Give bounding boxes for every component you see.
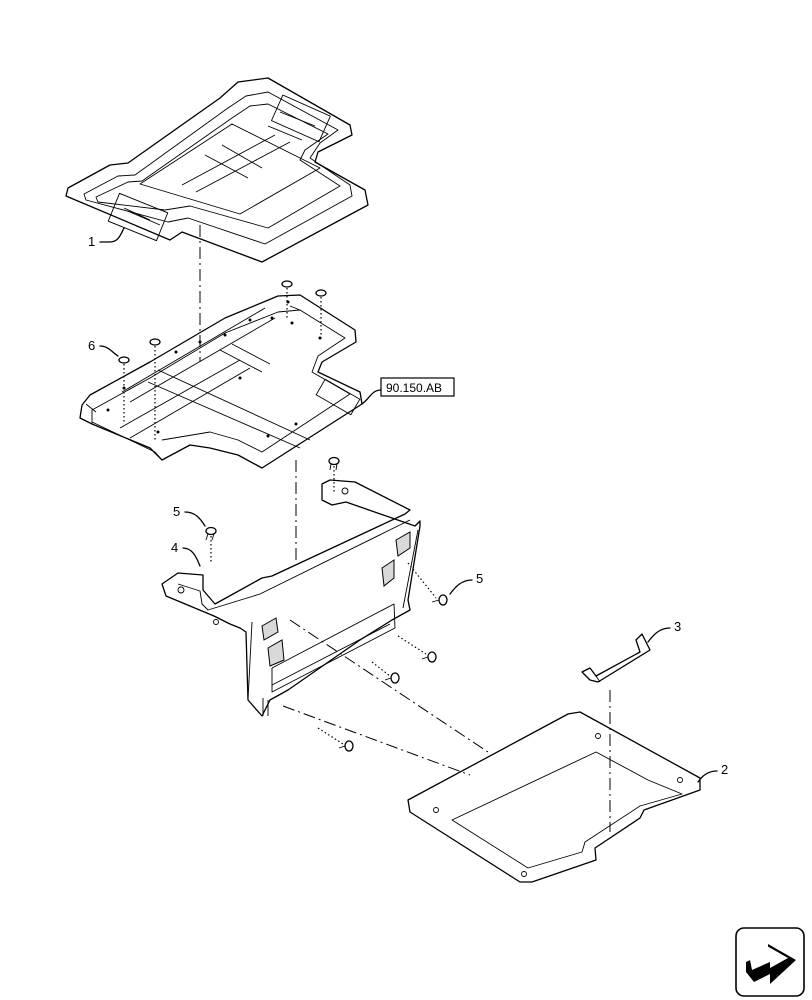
floor-plate-holes (106, 300, 322, 438)
part-1-floor-mat[interactable] (65, 77, 369, 263)
part-3-clip[interactable] (581, 633, 651, 683)
callout-4-label: 4 (171, 540, 178, 555)
callout-3: 3 (647, 619, 681, 643)
next-page-arrow-icon[interactable] (735, 927, 805, 997)
reference-label: 90.150.AB (386, 381, 442, 395)
reference-box (380, 377, 455, 397)
callout-5-right: 5 (449, 571, 483, 595)
callout-6: 6 (88, 338, 119, 357)
callout-5b-label: 5 (476, 571, 483, 586)
callout-5a-label: 5 (173, 504, 180, 519)
callout-1-label: 1 (88, 234, 95, 249)
part-4-floor-bracket[interactable] (161, 479, 421, 717)
assembly-centerlines (123, 225, 611, 832)
callout-5-left: 5 (173, 504, 206, 527)
callout-2: 2 (697, 762, 728, 783)
callout-4: 4 (171, 540, 201, 567)
part-5-screws[interactable] (205, 456, 448, 752)
callout-3-label: 3 (674, 619, 681, 634)
callout-2-label: 2 (721, 762, 728, 777)
callout-1: 1 (88, 227, 125, 249)
reference-link[interactable]: 90.150.AB (361, 377, 455, 405)
part-2-plate[interactable] (407, 711, 701, 883)
part-6-plugs[interactable] (118, 280, 327, 364)
floor-plate-assembly[interactable] (79, 294, 363, 469)
callout-6-label: 6 (88, 338, 95, 353)
